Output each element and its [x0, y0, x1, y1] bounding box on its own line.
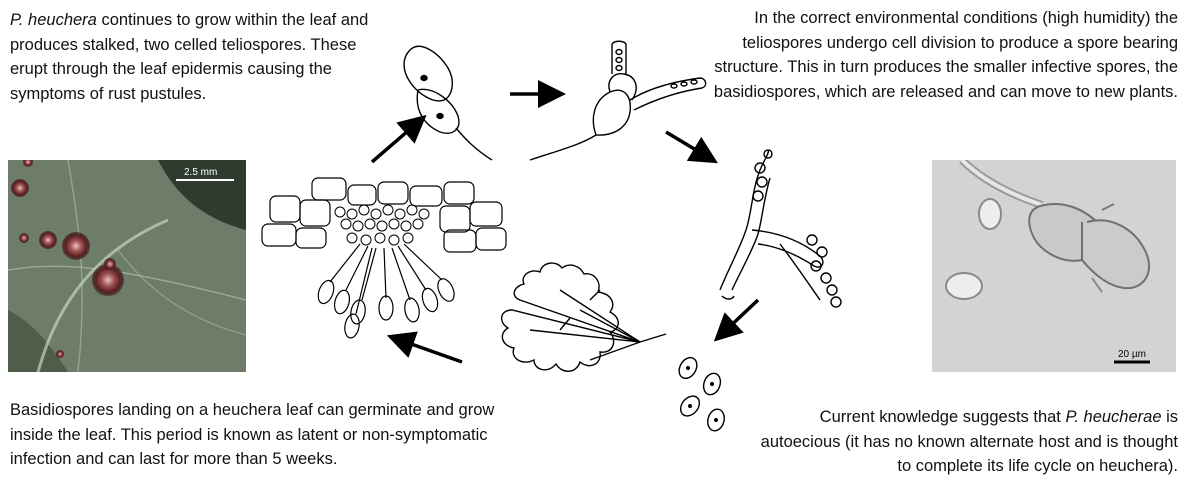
- teliospore-drawing: [404, 46, 492, 160]
- basidium-drawing: [720, 150, 841, 307]
- leaf-cross-section-drawing: [262, 178, 506, 339]
- arrow-to-basidiospores: [724, 300, 758, 332]
- cycle-arrows: [372, 94, 758, 362]
- arrow-to-infection: [400, 340, 462, 362]
- heuchera-leaf-drawing: [502, 263, 666, 371]
- germinating-teliospore-drawing: [530, 41, 706, 160]
- basidiospores-drawing: [676, 354, 727, 432]
- arrow-to-teliospore: [372, 124, 416, 162]
- arrow-to-basidium: [666, 132, 706, 156]
